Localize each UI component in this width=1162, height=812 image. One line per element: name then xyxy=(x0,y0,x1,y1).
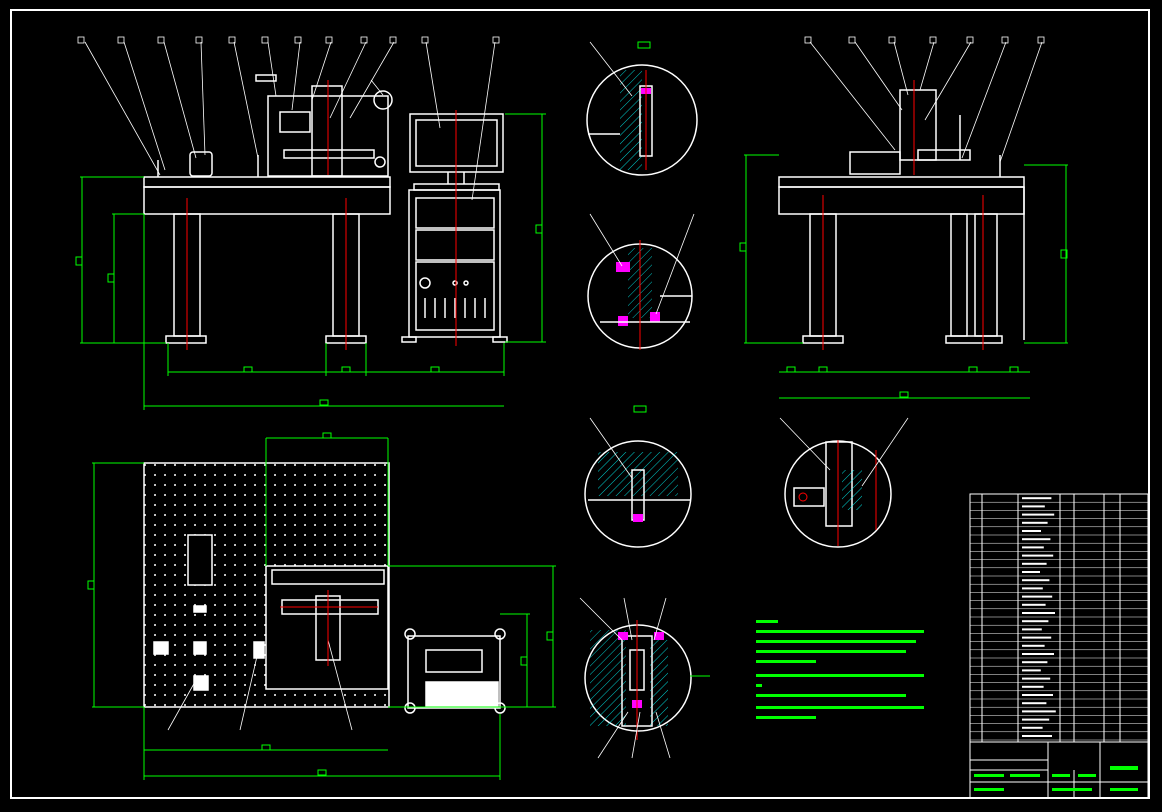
parts-list-glyph xyxy=(1022,636,1052,639)
parts-list-glyph xyxy=(1022,554,1054,557)
parts-list-glyph xyxy=(1022,726,1043,729)
detail-b xyxy=(587,213,695,350)
top-view-dimensions xyxy=(87,432,556,780)
parts-list-glyph xyxy=(1022,710,1056,713)
parts-list-glyph xyxy=(1022,612,1055,614)
technical-notes xyxy=(756,620,924,719)
detail-e xyxy=(579,597,710,759)
detail-a xyxy=(586,41,698,176)
parts-list-glyph xyxy=(1022,628,1042,631)
front-view-leaders xyxy=(84,41,496,201)
parts-list-glyph xyxy=(1022,497,1052,500)
parts-list-glyph xyxy=(1022,546,1044,549)
detail-c xyxy=(584,405,692,548)
parts-list-glyph xyxy=(1022,644,1045,647)
sheet-border xyxy=(10,9,1150,799)
parts-list-glyph xyxy=(1022,685,1044,688)
side-view xyxy=(778,89,1025,344)
parts-list-glyph xyxy=(1022,579,1050,582)
parts-list-glyph xyxy=(1022,718,1050,721)
monitor-dimensions xyxy=(505,113,546,343)
parts-list-glyph xyxy=(1022,620,1049,623)
side-view-centerlines xyxy=(822,80,984,350)
parts-list-glyph xyxy=(1022,702,1047,705)
parts-list-glyph xyxy=(1022,661,1048,664)
front-view-dimensions xyxy=(75,176,505,410)
parts-list-glyph xyxy=(1022,530,1041,532)
parts-list-glyph xyxy=(1022,669,1041,672)
parts-list-glyph xyxy=(1022,677,1051,680)
monitor-cabinet xyxy=(401,113,508,343)
top-view-centerlines xyxy=(280,590,378,666)
side-view-balloons xyxy=(804,36,1045,44)
parts-list-glyph xyxy=(1022,587,1043,590)
parts-list-glyph xyxy=(1022,603,1046,606)
parts-list xyxy=(969,493,1149,743)
front-view xyxy=(143,74,393,344)
parts-list-glyph xyxy=(1022,521,1048,524)
parts-list-glyph xyxy=(1022,735,1052,737)
parts-list-glyph xyxy=(1022,562,1047,565)
title-block-text xyxy=(974,766,1138,791)
parts-list-rows xyxy=(970,497,1148,741)
parts-list-glyph xyxy=(1022,513,1055,516)
parts-list-glyph xyxy=(1022,694,1053,696)
title-block xyxy=(969,741,1149,799)
top-view-leaders xyxy=(167,639,353,731)
side-view-leaders xyxy=(809,41,1043,163)
parts-list-glyph xyxy=(1022,538,1051,541)
parts-list-glyph xyxy=(1022,653,1054,655)
parts-list-glyph xyxy=(1022,571,1040,573)
front-view-balloons xyxy=(77,36,500,44)
side-view-dimensions xyxy=(739,154,1068,399)
front-view-centerlines xyxy=(186,80,347,350)
parts-list-glyph xyxy=(1022,505,1045,508)
parts-list-glyph xyxy=(1022,595,1053,598)
top-view xyxy=(143,462,506,714)
detail-d xyxy=(779,417,909,548)
